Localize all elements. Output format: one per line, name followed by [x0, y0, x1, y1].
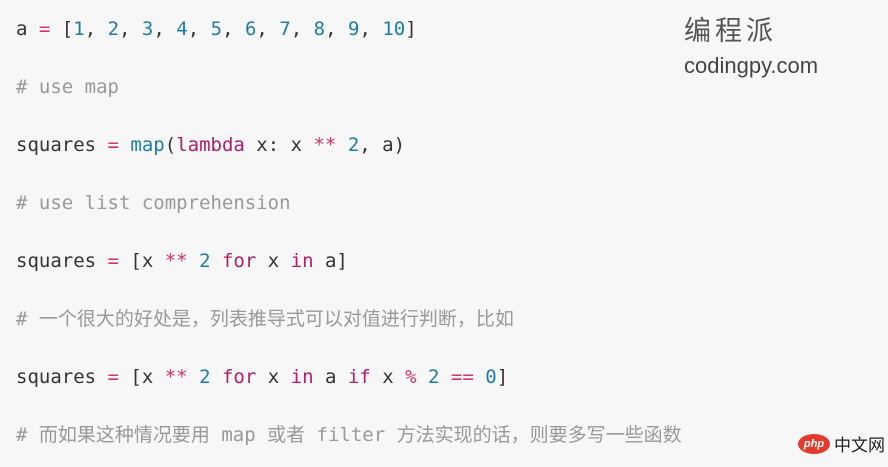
code-comment-line: # 而如果这种情况要用 map 或者 filter 方法实现的话，则要多写一些函…: [16, 424, 682, 446]
code-token: =: [27, 18, 62, 40]
code-token: [: [61, 18, 74, 40]
code-token: 7: [279, 18, 291, 40]
code-token: [474, 366, 485, 388]
code-token: squares: [16, 366, 97, 388]
watermark: 编程派 codingpy.com: [684, 14, 844, 80]
code-token: [417, 366, 428, 388]
code-comment-line: # use map: [16, 76, 119, 98]
code-token: lambda: [176, 134, 245, 156]
code-token: =: [96, 134, 131, 156]
code-token: [188, 366, 199, 388]
code-token: 2: [427, 366, 440, 388]
code-token: ,: [84, 18, 108, 40]
code-token: [x: [130, 366, 165, 388]
watermark-url-text: codingpy.com: [684, 53, 819, 78]
code-token: **: [164, 366, 188, 388]
code-token: [211, 366, 222, 388]
code-comment-line: # use list comprehension: [16, 192, 291, 214]
code-token: ,: [222, 18, 245, 40]
code-token: 5: [210, 18, 223, 40]
code-token: 0: [485, 366, 497, 388]
php-logo-text: 中文网: [834, 436, 885, 455]
code-token: 6: [244, 18, 257, 40]
code-token: %: [405, 366, 417, 388]
code-comment-line: # 一个很大的好处是，列表推导式可以对值进行判断，比如: [16, 308, 514, 330]
code-token: ]: [496, 366, 509, 388]
code-token: a: [313, 366, 348, 388]
code-token: ]: [405, 18, 417, 40]
code-token: 1: [73, 18, 85, 40]
code-token: in: [290, 250, 314, 272]
code-token: ,: [256, 18, 280, 40]
code-token: ==: [450, 366, 474, 388]
code-token: [188, 250, 199, 272]
code-token: map: [130, 134, 165, 156]
code-line-5: squares = [x ** 2 for x in a]: [16, 248, 348, 274]
code-token: =: [96, 250, 131, 272]
code-token: 2: [347, 134, 360, 156]
code-token: 2: [107, 18, 120, 40]
php-logo: php 中文网: [798, 431, 885, 456]
code-token: [x: [130, 250, 165, 272]
code-token: =: [96, 366, 131, 388]
code-token: if: [347, 366, 371, 388]
code-token: 10: [382, 18, 406, 40]
code-token: , a): [359, 134, 406, 156]
code-token: ,: [325, 18, 348, 40]
code-token: 8: [313, 18, 326, 40]
code-token: a: [16, 18, 28, 40]
code-token: **: [313, 134, 337, 156]
code-token: ,: [187, 18, 211, 40]
code-token: a]: [313, 250, 348, 272]
code-token: for: [221, 366, 257, 388]
code-token: for: [221, 250, 257, 272]
code-token: squares: [16, 134, 97, 156]
code-token: x: x: [244, 134, 314, 156]
code-token: x: [256, 250, 291, 272]
code-token: ,: [359, 18, 383, 40]
code-token: **: [164, 250, 188, 272]
code-token: 4: [176, 18, 188, 40]
php-badge-icon: php: [798, 433, 830, 454]
code-token: ,: [119, 18, 142, 40]
code-token: x: [370, 366, 406, 388]
code-token: [211, 250, 222, 272]
code-token: ,: [153, 18, 177, 40]
code-token: [336, 134, 347, 156]
code-token: squares: [16, 250, 97, 272]
code-token: x: [256, 366, 291, 388]
code-token: [439, 366, 450, 388]
code-token: 2: [199, 250, 211, 272]
watermark-chinese-text: 编程派: [684, 16, 777, 47]
code-token: in: [290, 366, 314, 388]
code-line-7: squares = [x ** 2 for x in a if x % 2 ==…: [16, 364, 508, 390]
code-token: 3: [141, 18, 154, 40]
code-line-1: a = [1, 2, 3, 4, 5, 6, 7, 8, 9, 10]: [16, 16, 417, 42]
code-line-3: squares = map(lambda x: x ** 2, a): [16, 132, 405, 158]
code-token: 2: [199, 366, 211, 388]
code-token: 9: [347, 18, 360, 40]
code-token: ,: [290, 18, 314, 40]
code-token: (: [164, 134, 177, 156]
